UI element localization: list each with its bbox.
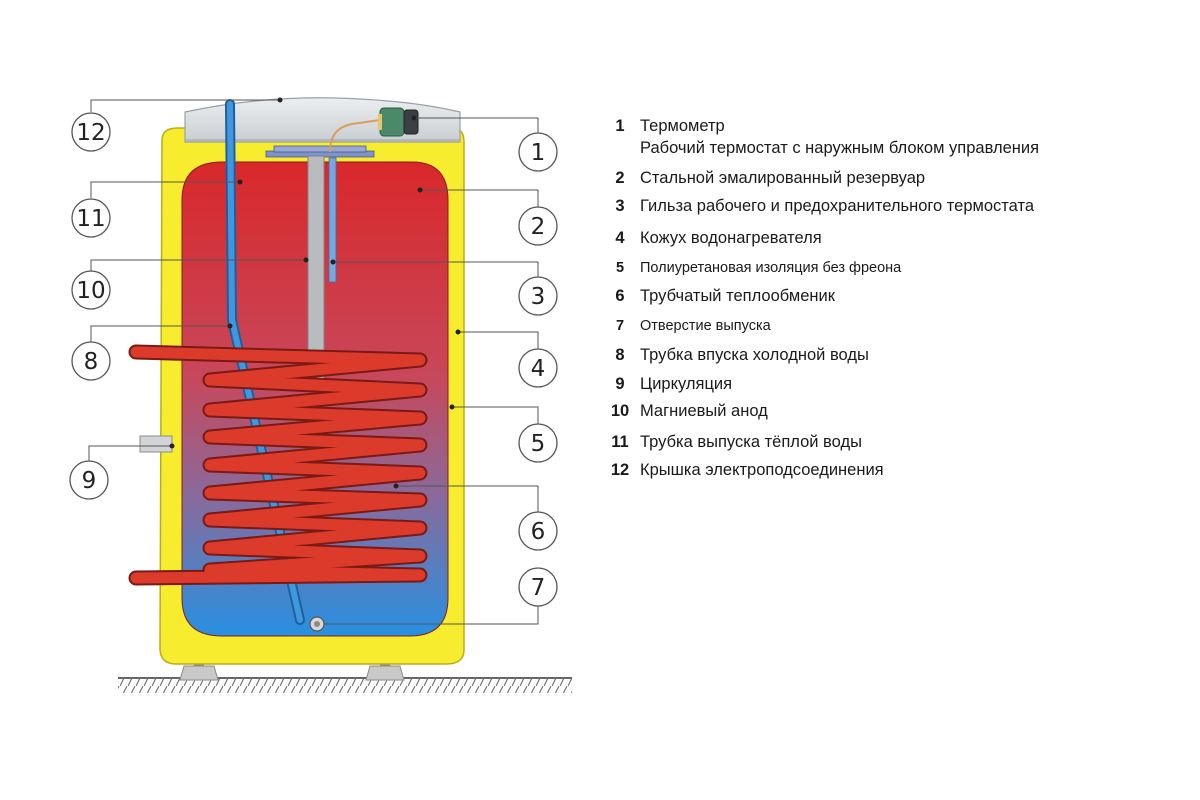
svg-text:9: 9 xyxy=(82,468,97,494)
svg-text:3: 3 xyxy=(531,284,546,310)
svg-text:2: 2 xyxy=(531,214,546,240)
svg-text:1: 1 xyxy=(531,140,546,166)
legend-text: Магниевый анод xyxy=(640,402,768,420)
legend-text: Кожух водонагревателя xyxy=(640,229,822,247)
legend-item-6: 6 Трубчатый теплообменик xyxy=(600,286,835,306)
callout-3: 3 xyxy=(518,276,558,316)
callout-2: 2 xyxy=(518,206,558,246)
svg-text:7: 7 xyxy=(531,575,546,601)
leader-dots xyxy=(169,97,461,489)
svg-text:4: 4 xyxy=(531,356,546,382)
callout-5: 5 xyxy=(518,423,558,463)
circulation-pipe xyxy=(139,435,173,453)
svg-text:8: 8 xyxy=(84,349,99,375)
legend-item-2: 2 Стальной эмалированный резервуар xyxy=(600,168,925,188)
legend-number: 12 xyxy=(610,461,630,479)
legend-text: Отверстие выпуска xyxy=(640,318,771,334)
legend-number: 6 xyxy=(615,287,625,305)
legend-item-8: 8 Трубка впуска холодной воды xyxy=(600,345,869,365)
legend-text: Крышка электроподсоединения xyxy=(640,461,884,479)
callout-7: 7 xyxy=(518,567,558,607)
legend-number: 5 xyxy=(615,260,625,276)
legend-text: Трубчатый теплообменик xyxy=(640,287,835,305)
water-heater-diagram: 12 11 10 8 9 1 2 3 4 5 6 7 xyxy=(69,97,572,693)
legend-item-1: 1 Термометр xyxy=(600,116,725,136)
legend-item-4: 4 Кожух водонагревателя xyxy=(600,228,822,248)
callout-6: 6 xyxy=(518,511,558,551)
legend-item-10: 10 Магниевый анод xyxy=(600,401,768,421)
legend-number: 9 xyxy=(615,375,625,393)
legend-item-9: 9 Циркуляция xyxy=(600,374,732,394)
legend-text: Трубка выпуска тёплой воды xyxy=(640,433,862,451)
svg-text:5: 5 xyxy=(531,431,546,457)
legend-text: Термометр xyxy=(640,117,725,135)
legend-text: Полиуретановая изоляция без фреона xyxy=(640,260,902,276)
legend-text: Трубка впуска холодной воды xyxy=(640,346,869,364)
svg-text:11: 11 xyxy=(76,206,105,232)
legend-text: Циркуляция xyxy=(640,375,733,393)
legend-item-3: 3 Гильза рабочего и предохранительного те… xyxy=(600,196,1034,216)
callout-1: 1 xyxy=(518,132,558,172)
thermostat-sleeve xyxy=(328,157,337,283)
magnesium-anode xyxy=(307,155,325,383)
callout-11: 11 xyxy=(71,198,111,238)
legend-number: 7 xyxy=(615,318,625,334)
callout-4: 4 xyxy=(518,348,558,388)
legend-item-11: 11 Трубка выпуска тёплой воды xyxy=(600,432,862,452)
heat-exchanger-coil xyxy=(128,344,428,586)
legend-number: 11 xyxy=(611,433,629,451)
outlet-hole xyxy=(309,616,325,632)
legend-number: 4 xyxy=(615,229,625,247)
thermostat-flange xyxy=(265,145,375,158)
legend-item-1-sub: Рабочий термостат с наружным блоком упра… xyxy=(640,139,1040,157)
callout-9: 9 xyxy=(69,460,109,500)
legend-item-5: 5 Полиуретановая изоляция без фреона xyxy=(600,258,901,278)
legend-text: Стальной эмалированный резервуар xyxy=(640,169,926,187)
thermometer-icon xyxy=(329,107,419,153)
svg-text:10: 10 xyxy=(76,278,105,304)
svg-text:6: 6 xyxy=(531,519,546,545)
legend-number: 10 xyxy=(610,402,630,420)
callout-10: 10 xyxy=(71,270,111,310)
legend-item-7: 7 Отверстие выпуска xyxy=(600,316,771,336)
legend-number: 8 xyxy=(615,346,625,364)
callout-12: 12 xyxy=(71,112,111,152)
legend-number: 3 xyxy=(615,197,625,215)
legend-item-12: 12 Крышка электроподсоединения xyxy=(600,460,884,480)
legend-number: 1 xyxy=(615,117,625,135)
legend-number: 2 xyxy=(615,169,625,187)
callout-8: 8 xyxy=(71,341,111,381)
svg-text:12: 12 xyxy=(76,120,105,146)
legend-text: Гильза рабочего и предохранительного тер… xyxy=(640,197,1035,215)
